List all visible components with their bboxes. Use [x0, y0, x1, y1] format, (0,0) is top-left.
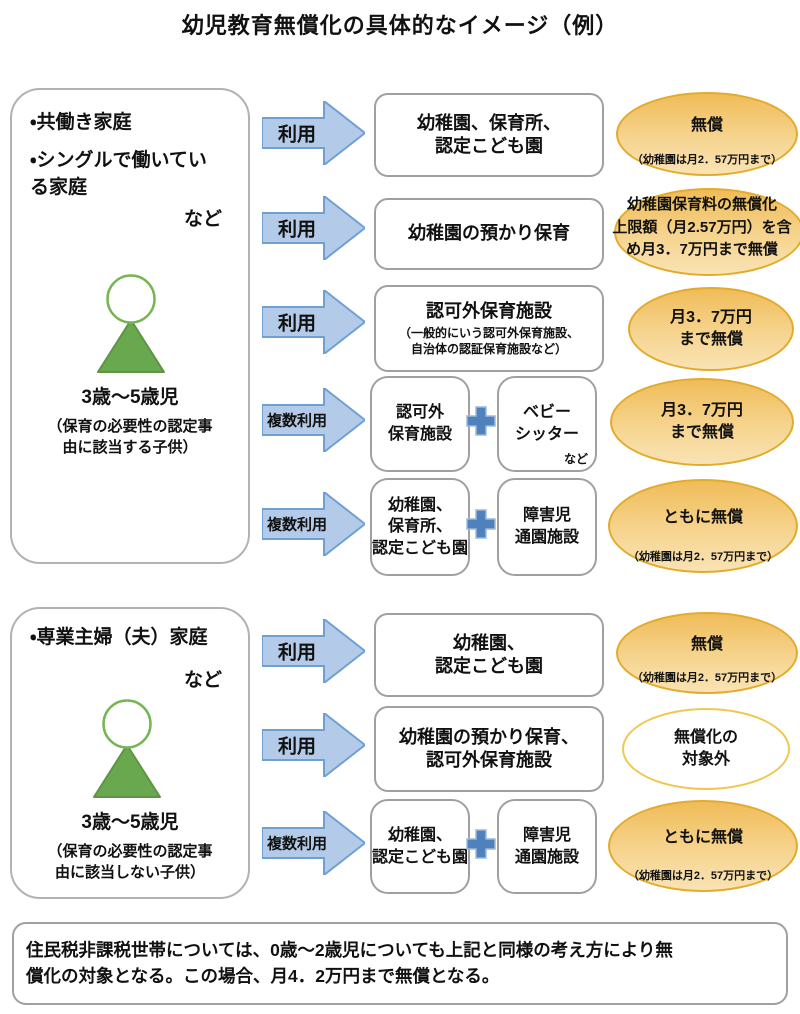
flow-arrow: 利用	[262, 290, 365, 354]
result-ellipse: ともに無償 （幼稚園は月2．57万円まで）	[608, 479, 798, 573]
family-box-homemaker: ・専業主婦（夫）家庭 など 3歳～5歳児 （保育の必要性の認定事 由に該当しない…	[10, 607, 250, 899]
arrow-label: 利用	[277, 124, 316, 146]
result-ellipse: 無償 （幼稚園は月2．57万円まで）	[616, 92, 798, 176]
flow-arrow: 利用	[262, 713, 365, 777]
plus-icon	[466, 509, 496, 539]
result-note: （幼稚園は月2．57万円まで）	[627, 870, 779, 882]
facility-box: 幼稚園、 保育所、 認定こども園	[370, 478, 470, 576]
result-note: （幼稚園は月2．57万円まで）	[631, 154, 783, 166]
result-label: 月3．7万円 まで無償	[670, 308, 752, 348]
result-ellipse: 月3．7万円 まで無償	[610, 378, 794, 466]
age-label: 3歳～5歳児	[81, 387, 179, 408]
result-label: 無償	[690, 635, 723, 653]
result-ellipse	[614, 188, 800, 276]
facility-title: 障害児 通園施設	[514, 826, 579, 866]
facility-box: 幼稚園、保育所、 認定こども園	[374, 93, 604, 177]
arrow-label: 複数利用	[266, 835, 327, 853]
etc-label: など	[184, 209, 223, 230]
facility-box: 障害児 通園施設	[497, 478, 597, 576]
arrow-label: 利用	[277, 736, 316, 758]
page-title: 幼児教育無償化の具体的なイメージ（例）	[181, 13, 619, 38]
plus-icon	[466, 406, 496, 436]
family-type-label: ・シングルで働いてい る家庭	[30, 150, 207, 198]
flow-arrow: 複数利用	[262, 388, 365, 452]
result-label: ともに無償	[662, 828, 743, 846]
person-icon	[97, 274, 165, 373]
footer-box: 住民税非課税世帯については、0歳～2歳児についても上記と同様の考え方により無 償…	[12, 922, 788, 1005]
result-label: 幼稚園保育料の無償化 上限額（月2.57万円）を含 め月3．7万円まで無償	[612, 196, 792, 258]
etc-label: など	[184, 670, 223, 691]
facility-title: 幼稚園、 認定こども園	[435, 632, 543, 676]
flow-arrow: 複数利用	[262, 492, 365, 556]
age-label: 3歳～5歳児	[81, 812, 179, 833]
facility-box: 幼稚園、 認定こども園	[370, 799, 470, 894]
facility-title: 認可外保育施設	[426, 300, 552, 321]
facility-title: 幼稚園、 保育所、 認定こども園	[372, 496, 469, 557]
facility-title: 幼稚園、保育所、 認定こども園	[417, 112, 561, 156]
flow-arrow: 利用	[262, 101, 365, 165]
facility-title: 幼稚園の預かり保育、 認可外保育施設	[399, 726, 579, 770]
result-ellipse: 無償 （幼稚園は月2．57万円まで）	[616, 612, 798, 694]
arrow-label: 利用	[277, 219, 316, 241]
facility-subtitle: （一般的にいう認可外保育施設、 自治体の認証保育施設など）	[398, 326, 579, 356]
facility-box: 認可外保育施設 （一般的にいう認可外保育施設、 自治体の認証保育施設など）	[374, 285, 604, 372]
result-label: 無償	[690, 116, 723, 134]
uncovered-ellipse: 無償化の 対象外	[622, 708, 790, 790]
facility-box: ベビー シッター など	[497, 376, 597, 472]
result-label: 無償化の 対象外	[673, 728, 738, 768]
family-type-label: ・共働き家庭	[30, 112, 132, 133]
flow-arrow: 複数利用	[262, 811, 365, 875]
plus-icon	[466, 829, 496, 859]
facility-box: 認可外 保育施設	[370, 376, 470, 472]
result-label: ともに無償	[662, 508, 743, 526]
result-note: （幼稚園は月2．57万円まで）	[631, 672, 783, 684]
arrow-label: 利用	[277, 642, 316, 664]
facility-box: 障害児 通園施設	[497, 799, 597, 894]
result-ellipse: 月3．7万円 まで無償	[628, 287, 794, 371]
facility-title: 幼稚園、 認定こども園	[372, 826, 469, 866]
arrow-label: 複数利用	[266, 412, 327, 430]
facility-box: 幼稚園、 認定こども園	[374, 613, 604, 697]
arrow-label: 利用	[277, 313, 316, 335]
arrow-label: 複数利用	[266, 516, 327, 534]
family-box-working: ・共働き家庭 ・シングルで働いてい る家庭 など 3歳～5歳児 （保育の必要性の…	[10, 88, 250, 564]
facility-box: 幼稚園の預かり保育	[374, 198, 604, 270]
family-type-label: ・専業主婦（夫）家庭	[30, 627, 208, 648]
result-label: 月3．7万円 まで無償	[661, 401, 743, 441]
facility-box: 幼稚園の預かり保育、 認可外保育施設	[374, 706, 604, 792]
etc-label: など	[563, 452, 588, 466]
result-ellipse: ともに無償 （幼稚園は月2．57万円まで）	[608, 800, 798, 892]
facility-title: 障害児 通園施設	[514, 507, 579, 546]
result-note: （幼稚園は月2．57万円まで）	[627, 551, 779, 563]
facility-title: ベビー シッター	[514, 404, 579, 443]
eligibility-note: （保育の必要性の認定事 由に該当しない子供）	[47, 843, 213, 881]
person-icon	[93, 699, 161, 798]
footer-note: 住民税非課税世帯については、0歳～2歳児についても上記と同様の考え方により無 償…	[26, 940, 673, 987]
eligibility-note: （保育の必要性の認定事 由に該当する子供）	[47, 418, 213, 456]
flow-arrow: 利用	[262, 196, 365, 260]
flow-arrow: 利用	[262, 619, 365, 683]
facility-title: 幼稚園の預かり保育	[408, 223, 570, 244]
facility-title: 認可外 保育施設	[387, 404, 452, 443]
